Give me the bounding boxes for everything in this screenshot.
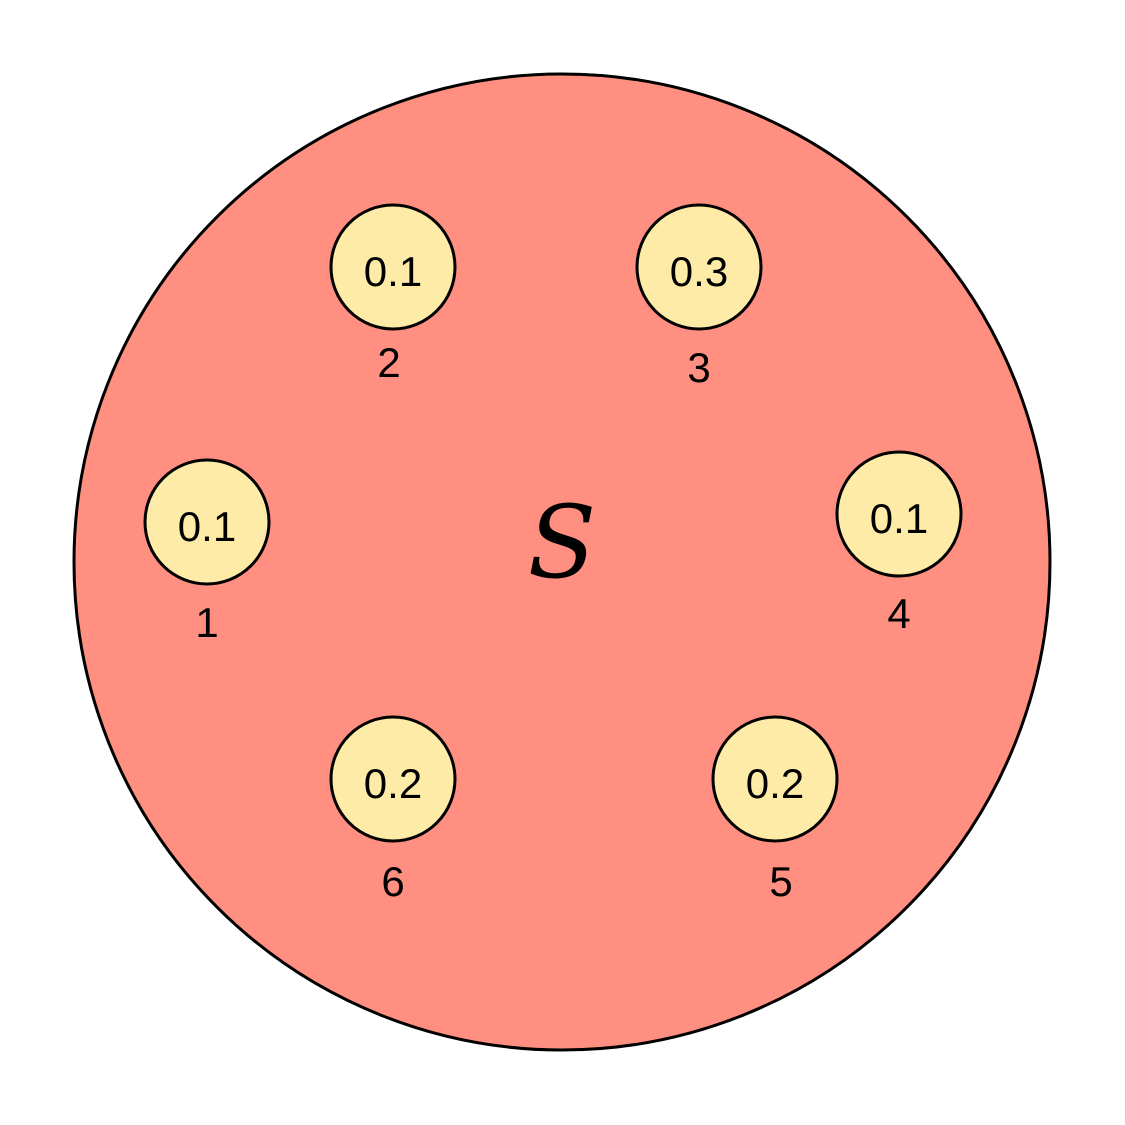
node-value: 0.1 [178,503,236,550]
node-value: 0.1 [364,248,422,295]
node-circle [329,203,457,331]
node-1: 0.1 1 [143,458,271,646]
node-label: 5 [769,858,792,905]
node-5: 0.2 5 [711,715,839,905]
node-value: 0.2 [364,760,422,807]
node-label: 4 [887,590,910,637]
node-2: 0.1 2 [329,203,457,386]
node-circle [711,715,839,843]
node-value: 0.2 [746,760,804,807]
node-label: 3 [687,344,710,391]
node-value: 0.1 [870,495,928,542]
node-4: 0.1 4 [835,450,963,637]
node-6: 0.2 6 [329,715,457,905]
node-label: 1 [195,599,218,646]
node-circle [329,715,457,843]
node-label: 2 [377,339,400,386]
node-value: 0.3 [670,248,728,295]
node-circle [835,450,963,578]
node-circle [635,203,763,331]
node-label: 6 [381,858,404,905]
set-label: S [528,484,597,601]
node-3: 0.3 3 [635,203,763,391]
node-circle [143,458,271,586]
